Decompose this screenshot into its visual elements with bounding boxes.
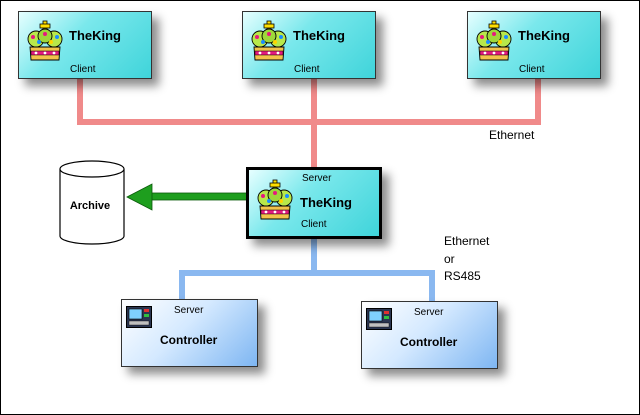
crown-icon (476, 20, 512, 61)
controller-device-icon (366, 308, 392, 330)
database-icon (59, 160, 125, 245)
ethernet-bus (77, 79, 541, 169)
client-name: TheKing (293, 28, 345, 43)
main-node-role-top: Server (302, 173, 332, 184)
client-name: TheKing (69, 28, 121, 43)
bus-label-line3: RS485 (444, 269, 481, 283)
client-node-2: TheKing Client (242, 11, 376, 79)
ethernet-label: Ethernet (489, 128, 535, 142)
bus-label-line2: or (444, 252, 455, 266)
crown-icon (257, 179, 293, 220)
main-node-role-bottom: Client (301, 219, 327, 230)
client-role: Client (519, 64, 545, 75)
client-role: Client (294, 64, 320, 75)
client-role: Client (70, 64, 96, 75)
controller-node-1: Server Controller (121, 299, 258, 367)
client-name: TheKing (518, 28, 570, 43)
main-node-name: TheKing (300, 195, 352, 210)
crown-icon (251, 20, 287, 61)
controller-device-icon (126, 306, 152, 328)
controller-role: Server (174, 305, 204, 316)
controller-name: Controller (400, 335, 458, 349)
controller-role: Server (414, 307, 444, 318)
serial-bus (179, 237, 435, 302)
archive-arrow (126, 183, 249, 211)
crown-icon (27, 20, 63, 61)
archive-label: Archive (70, 200, 110, 212)
bus-label-line1: Ethernet (444, 234, 490, 248)
client-node-3: TheKing Client (467, 11, 601, 79)
client-node-1: TheKing Client (18, 11, 152, 79)
archive-database: Archive (59, 160, 125, 245)
controller-node-2: Server Controller (361, 301, 498, 369)
main-server-client-node: Server TheKing Client (246, 167, 382, 239)
controller-name: Controller (160, 333, 218, 347)
